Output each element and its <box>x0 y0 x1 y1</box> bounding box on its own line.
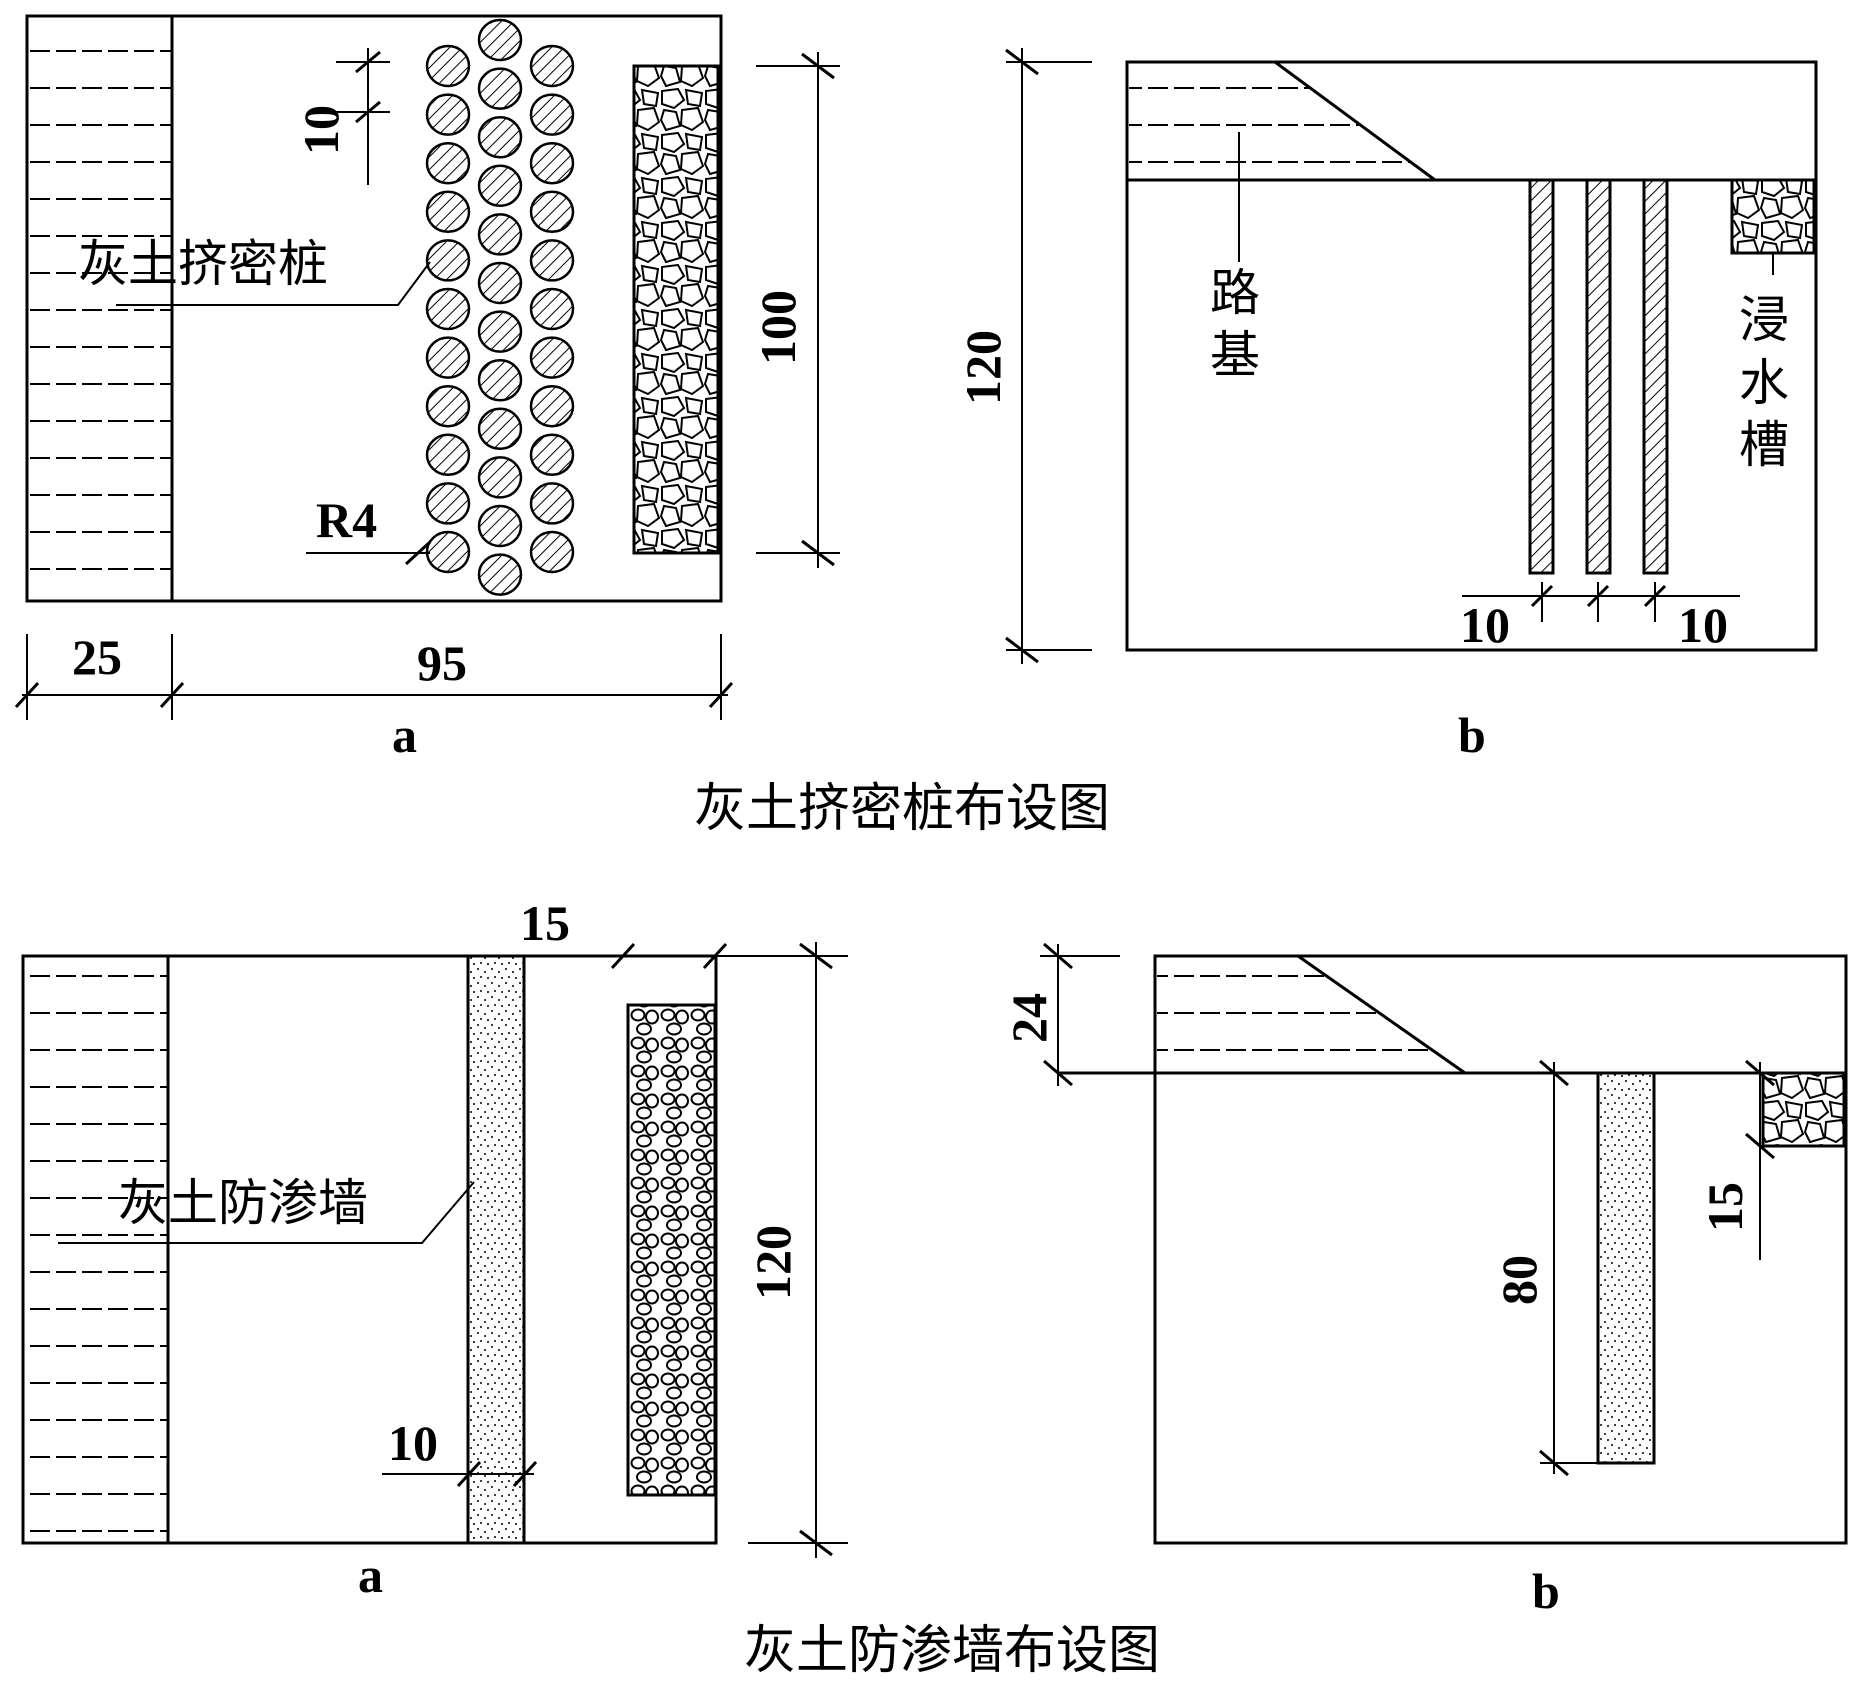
pile-circle <box>529 482 575 525</box>
wall-leader <box>58 1181 475 1244</box>
pile-circle <box>529 336 575 379</box>
pile-circle <box>529 93 575 136</box>
wall-depth-label: 80 <box>1491 1255 1547 1305</box>
pile-circle <box>477 504 523 548</box>
pile-circle <box>425 190 471 234</box>
fig2-b-label: b <box>1532 1563 1560 1619</box>
gap-label: 15 <box>520 895 570 951</box>
pile-circle <box>529 433 575 477</box>
trench-label-3: 槽 <box>1739 416 1789 474</box>
subgrade-label-2: 基 <box>1210 326 1260 384</box>
fig2-panel-a: 灰土防渗墙 15 10 120 a <box>21 895 848 1603</box>
pile-circle <box>425 336 471 379</box>
pile-circle <box>425 93 471 136</box>
pile-circle <box>477 310 523 353</box>
pile-circle <box>477 407 523 451</box>
trench-rock <box>1761 1071 1846 1148</box>
soil-zone <box>25 958 168 1541</box>
pile-circle <box>529 141 575 185</box>
pile-circle <box>425 141 471 185</box>
pile-column-2 <box>1585 178 1612 575</box>
fig2-panel-b: 24 80 15 b <box>1001 942 1848 1619</box>
pile-circle <box>425 384 471 428</box>
pile-circle <box>477 115 523 159</box>
radius-label: R4 <box>316 492 377 548</box>
trench-depth-label: 15 <box>1697 1182 1753 1232</box>
pile-column-3 <box>1642 178 1669 575</box>
height-label: 120 <box>955 330 1011 405</box>
trench-cobble <box>626 1003 717 1497</box>
pile-circle <box>529 44 575 88</box>
pile-circle <box>529 384 575 428</box>
fig1-caption: 灰土挤密桩布设图 <box>694 779 1110 839</box>
pile-circle <box>425 239 471 282</box>
pile-circle <box>477 553 523 596</box>
subgrade-fill <box>1157 958 1465 1073</box>
lime-wall <box>1596 1071 1656 1465</box>
pile-circle <box>425 482 471 525</box>
pile-circle <box>529 530 575 574</box>
pile-circle <box>477 18 523 62</box>
length-label: 100 <box>750 290 806 365</box>
pile-leader <box>116 261 431 306</box>
pile-circle <box>477 67 523 110</box>
trench-rock <box>632 64 720 555</box>
pile-circle <box>425 530 471 574</box>
subgrade-fill <box>1129 64 1435 180</box>
trench-rock <box>1730 178 1816 255</box>
width-left-label: 25 <box>72 629 122 685</box>
width-right-label: 95 <box>417 635 467 691</box>
pile-circle <box>425 44 471 88</box>
pile-circle <box>477 456 523 499</box>
pile-circle <box>529 287 575 331</box>
fig2-caption: 灰土防渗墙布设图 <box>744 1621 1160 1681</box>
trench-label-2: 水 <box>1739 354 1789 412</box>
spacing-label: 10 <box>293 105 349 155</box>
pile-column-1 <box>1528 178 1555 575</box>
pile-circle <box>529 239 575 282</box>
subgrade-label-1: 路 <box>1210 264 1260 322</box>
spacing-right-label: 10 <box>1678 597 1728 653</box>
pile-circle <box>425 433 471 477</box>
pile-circle <box>425 287 471 331</box>
fig2-a-label: a <box>358 1547 383 1603</box>
subgrade-height-label: 24 <box>1001 993 1057 1043</box>
fig1-panel-b: 路 基 浸 水 槽 120 10 10 b <box>955 48 1818 763</box>
fig1-a-label: a <box>392 707 417 763</box>
pile-circle <box>477 213 523 256</box>
fig1-panel-a: 灰土挤密桩 10 R4 100 25 95 a <box>14 14 840 763</box>
spacing-left-label: 10 <box>1460 597 1510 653</box>
pile-label: 灰土挤密桩 <box>78 235 328 293</box>
pile-field <box>425 18 575 596</box>
fig1-b-label: b <box>1458 707 1486 763</box>
pile-circle <box>477 164 523 208</box>
height-label: 120 <box>745 1225 801 1300</box>
trench-label-1: 浸 <box>1739 291 1789 349</box>
pile-circle <box>477 358 523 402</box>
wall-label: 灰土防渗墙 <box>118 1174 368 1232</box>
thickness-label: 10 <box>388 1415 438 1471</box>
pile-circle <box>477 261 523 305</box>
lime-wall <box>466 954 526 1545</box>
soil-zone <box>29 18 172 599</box>
pile-circle <box>529 190 575 234</box>
